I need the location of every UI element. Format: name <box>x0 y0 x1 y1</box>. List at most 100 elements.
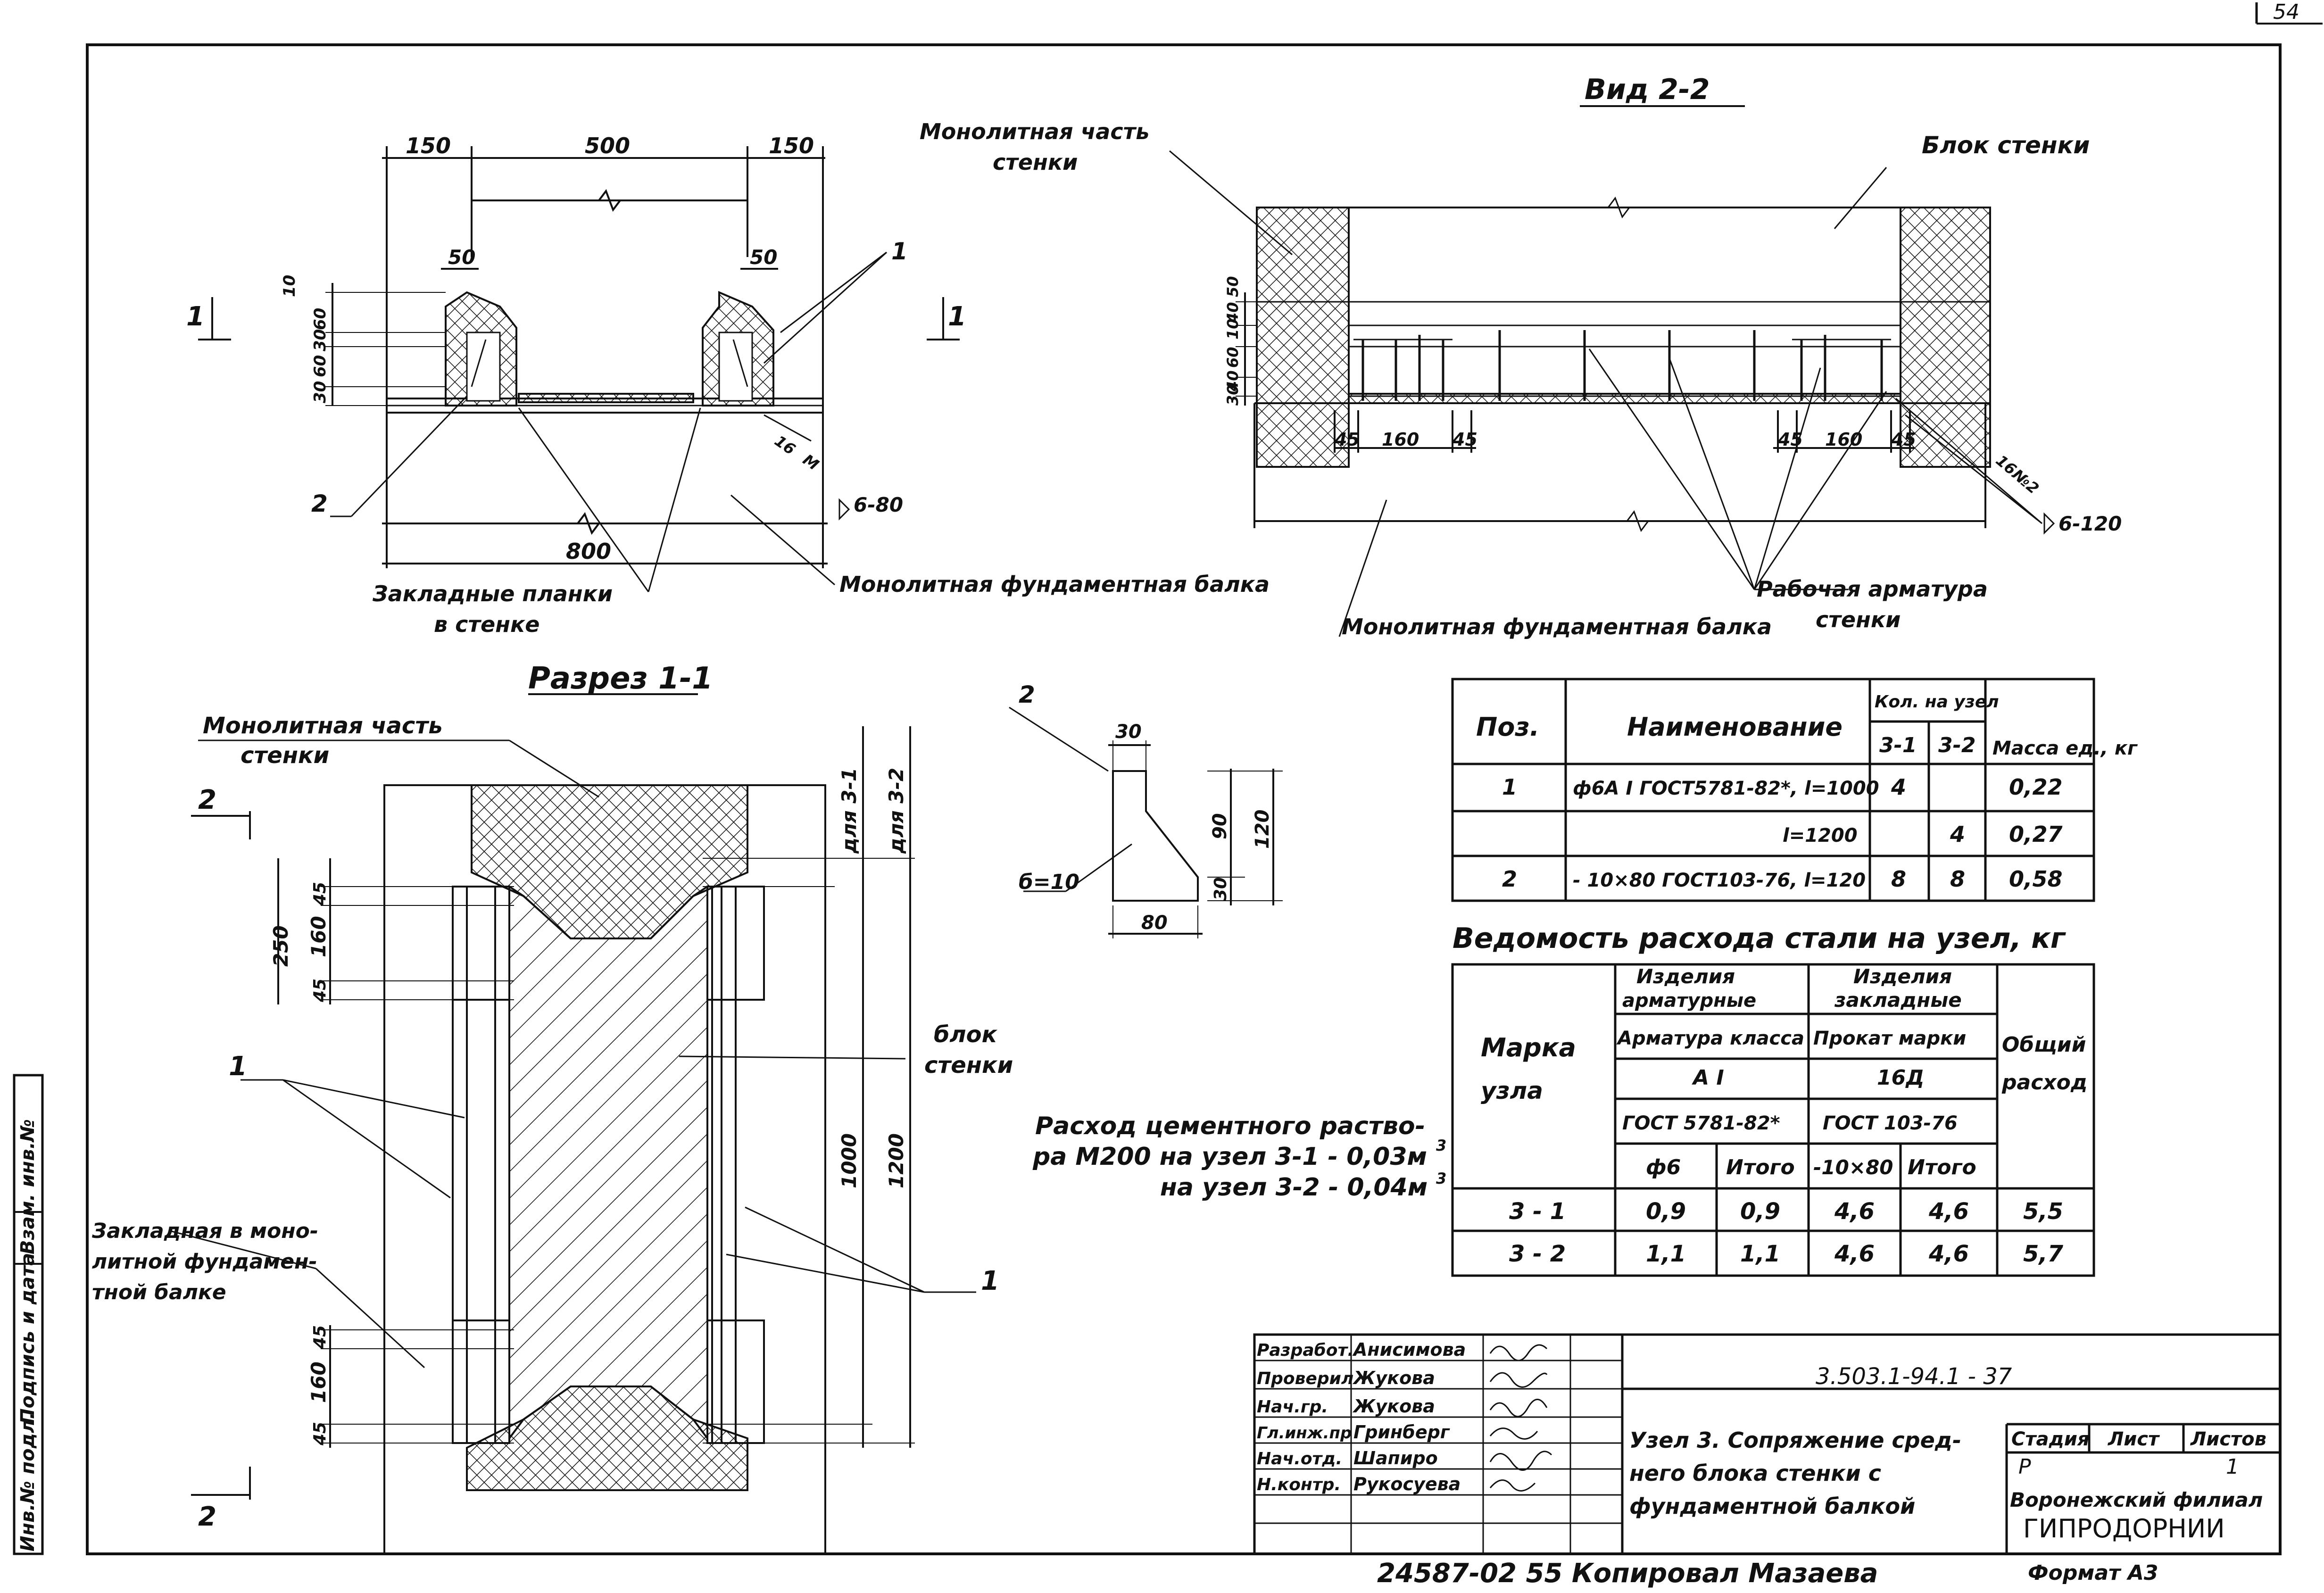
tb-sheet-label: Лист <box>2108 1428 2160 1450</box>
plate-dim-120: 120 <box>1252 810 1273 849</box>
view-dim-45b: 45 <box>1452 429 1477 450</box>
view-monolith-2: стенки <box>993 149 1078 175</box>
spec-h-pos: Поз. <box>1476 712 1539 742</box>
tb-sheets-label: Листов <box>2190 1428 2266 1450</box>
spec-sub-31: 3-1 <box>1879 733 1917 757</box>
mortar-exp-2: 3 <box>1436 1170 1446 1187</box>
spec-h-qty: Кол. на узел <box>1875 692 1999 712</box>
steel-col-total2: Итого <box>1908 1155 1976 1179</box>
steel-r2-v3: 4,6 <box>1834 1241 1875 1267</box>
view-vdim-40b: 40 <box>1224 370 1242 392</box>
tb-name-0: Анисимова <box>1352 1339 1466 1360</box>
mortar-note-1: Расход цементного раство- <box>1035 1112 1425 1140</box>
steel-col-total1: Итого <box>1726 1155 1795 1179</box>
view-rebar-1: Рабочая арматура <box>1757 576 1988 602</box>
s11-monolith-2: стенки <box>241 742 329 769</box>
steel-group2-1: Изделия <box>1853 965 1952 988</box>
steel-r1-mark: 3 - 1 <box>1509 1198 1566 1225</box>
mortar-note-2: ра М200 на узел 3-1 - 0,03м <box>1032 1143 1427 1171</box>
view-vdim-50: 50 <box>1224 276 1242 297</box>
outer-frame <box>86 43 2282 1555</box>
stamp-inv: Инв.№ подл. <box>17 1412 39 1552</box>
tb-name-5: Рукосуева <box>1353 1474 1461 1494</box>
s11-dim-160a: 160 <box>307 916 330 957</box>
spec-r1-pos: 1 <box>1502 774 1517 800</box>
spec-r3-pos: 2 <box>1502 866 1517 892</box>
spec-r3-name: - 10×80 ГОСТ103-76, l=120 <box>1573 870 1866 891</box>
stamp-replace: Взам. инв.№ <box>17 1119 39 1254</box>
view-dim-45c: 45 <box>1777 429 1803 450</box>
view-2-2-title: Вид 2-2 <box>1585 73 1710 106</box>
tb-title-2: него блока стенки с <box>1629 1460 1881 1486</box>
steel-r2-mark: 3 - 2 <box>1509 1241 1566 1267</box>
tb-title-1: Узел 3. Сопряжение сред- <box>1629 1427 1961 1453</box>
top-weld: 6-80 <box>854 493 903 516</box>
plate-dim-30a: 30 <box>1115 721 1142 743</box>
steel-total-1: Общий <box>2002 1033 2086 1057</box>
spec-h-name: Наименование <box>1627 712 1843 742</box>
steel-table-title: Ведомость расхода стали на узел, кг <box>1452 922 2066 955</box>
top-dim-50b: 50 <box>750 246 777 269</box>
page-number: 54 <box>2273 0 2299 24</box>
steel-r1-v1: 0,9 <box>1646 1198 1686 1225</box>
view-rebar-2: стенки <box>1816 607 1901 632</box>
steel-r2-v4: 4,6 <box>1928 1241 1969 1267</box>
tb-role-0: Разработ. <box>1257 1341 1354 1360</box>
tb-role-5: Н.контр. <box>1257 1475 1341 1494</box>
steel-total-2: расход <box>2001 1070 2087 1095</box>
tb-stage-label: Стадия <box>2011 1428 2090 1450</box>
view-2-2 <box>1169 105 2055 637</box>
top-dim-800: 800 <box>566 539 611 564</box>
top-label-embedded-2: в стенке <box>434 612 540 637</box>
spec-r2-name: l=1200 <box>1783 825 1858 846</box>
view-dim-160a: 160 <box>1382 429 1419 450</box>
steel-r1-v4: 4,6 <box>1928 1198 1969 1225</box>
view-weld: 6-120 <box>2058 512 2122 535</box>
s11-cut-mark-bottom: 2 <box>198 1502 216 1532</box>
view-vdim-30: 30 <box>1224 384 1242 406</box>
steel-col-prof: -10×80 <box>1813 1156 1893 1179</box>
plate-dim-90: 90 <box>1209 813 1231 839</box>
steel-r2-v2: 1,1 <box>1740 1241 1780 1267</box>
top-weld-count: 16 <box>771 431 798 458</box>
steel-class-2: 16Д <box>1877 1066 1924 1090</box>
s11-block-2: стенки <box>924 1052 1013 1079</box>
s11-dim-45a: 45 <box>310 882 330 906</box>
tb-role-4: Нач.отд. <box>1257 1449 1342 1469</box>
steel-sub-2: Прокат марки <box>1813 1028 1966 1049</box>
tb-role-3: Гл.инж.пр <box>1257 1424 1352 1443</box>
s11-dim-45d: 45 <box>310 1422 330 1446</box>
s11-dim-160b: 160 <box>307 1361 330 1403</box>
s11-dim-45b: 45 <box>310 979 330 1003</box>
section-1-1-title: Разрез 1-1 <box>528 661 713 696</box>
top-weld-note: М <box>799 450 822 473</box>
plate-callout: 2 <box>1019 681 1035 708</box>
tb-sheet: 1 <box>2226 1455 2239 1479</box>
spec-r3-mass: 0,58 <box>2009 866 2063 892</box>
tb-name-4: Шапиро <box>1353 1448 1438 1469</box>
tb-role-2: Нач.гр. <box>1257 1397 1328 1417</box>
s11-embedded-3: тной балке <box>92 1280 226 1304</box>
footer-copy: 24587-02 55 Копировал Мазаева <box>1377 1558 1878 1589</box>
s11-dim-45c: 45 <box>310 1325 330 1349</box>
plate-detail <box>1009 706 1283 938</box>
top-vdim-60b: 60 <box>311 355 330 377</box>
tb-name-2: Жукова <box>1352 1396 1435 1417</box>
top-dim-150a: 150 <box>406 133 451 158</box>
view-vdim-40a: 40 <box>1224 302 1242 324</box>
steel-mark-1: Марка <box>1481 1033 1576 1062</box>
steel-table <box>1451 963 2095 1277</box>
s11-dim-1200: 1200 <box>885 1133 908 1188</box>
spec-r3-q1: 8 <box>1891 866 1906 892</box>
steel-col-f6: ф6 <box>1646 1155 1681 1179</box>
footer-format: Формат А3 <box>2028 1561 2158 1585</box>
tb-doc-number: 3.503.1-94.1 - 37 <box>1816 1363 2012 1390</box>
plate-thickness: б=10 <box>1019 870 1079 894</box>
top-label-embedded-1: Закладные планки <box>372 581 613 606</box>
spec-r2-mass: 0,27 <box>2009 821 2063 847</box>
spec-table <box>1451 678 2095 902</box>
steel-mark-2: узла <box>1481 1077 1543 1104</box>
steel-class-1: А I <box>1692 1066 1724 1090</box>
spec-r1-mass: 0,22 <box>2009 774 2063 800</box>
